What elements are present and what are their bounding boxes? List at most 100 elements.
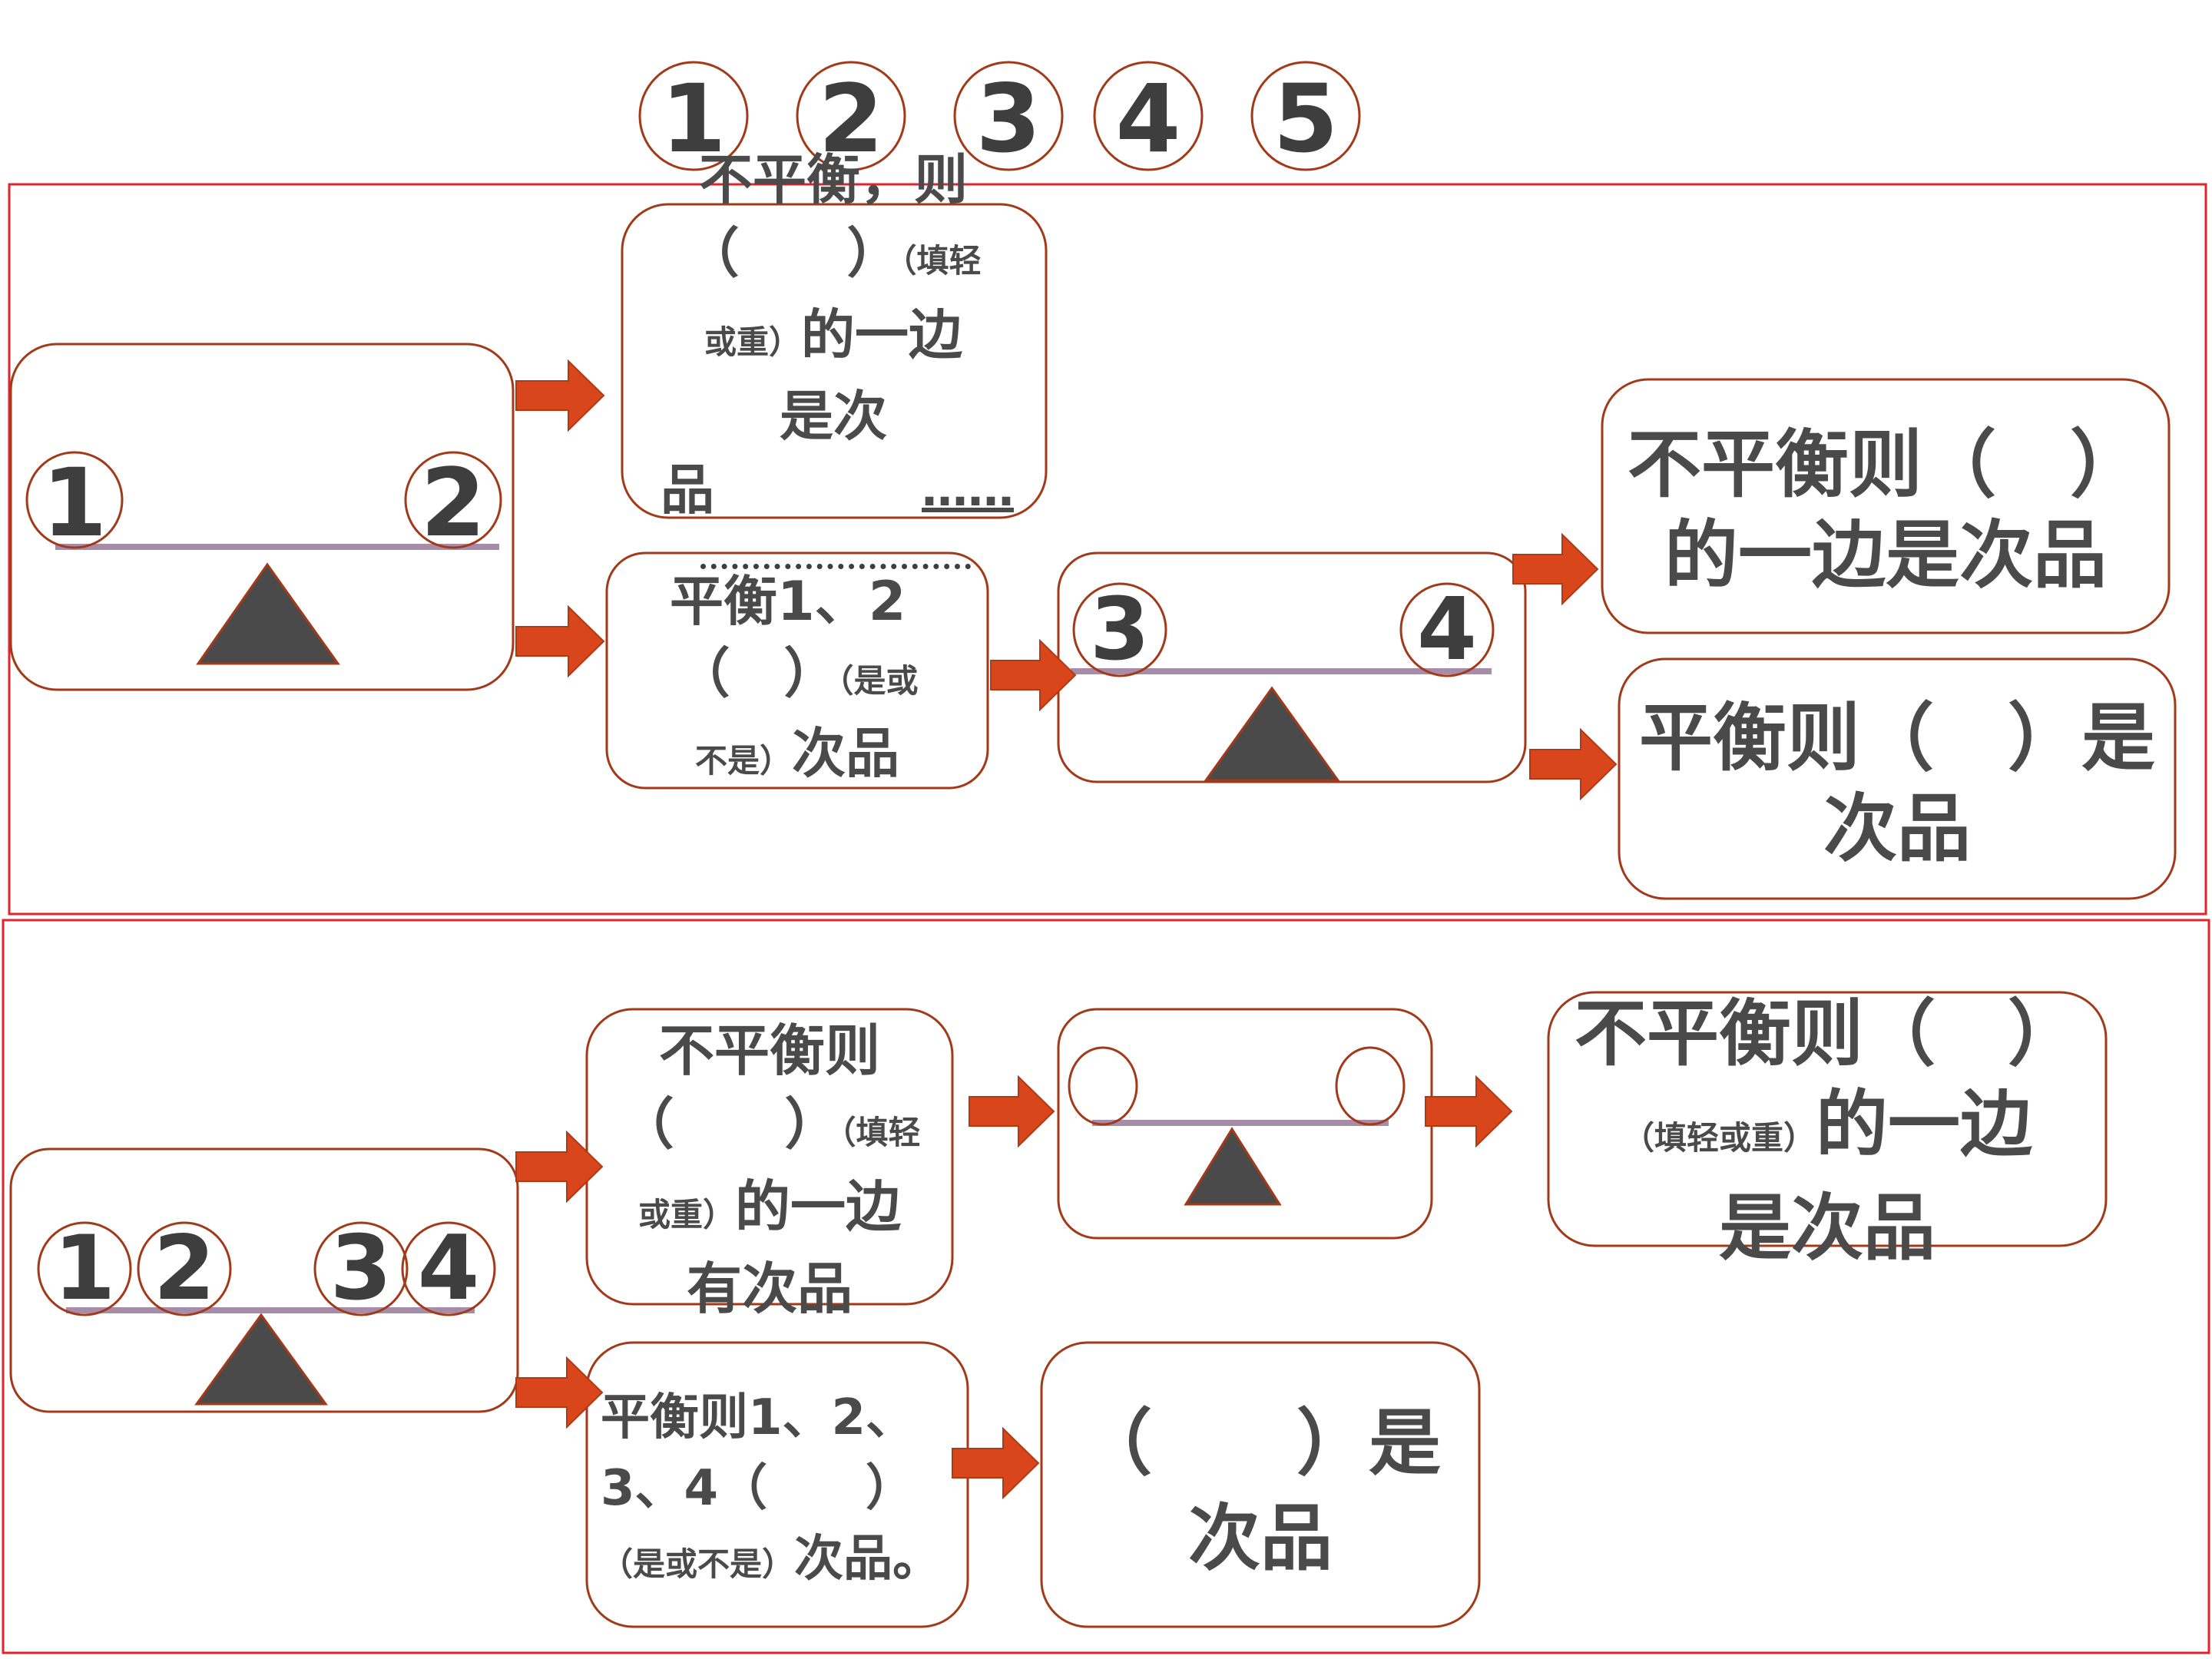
arrow-p1-to-result-balanced [1529,727,1618,801]
p2-scale-box [9,1147,519,1413]
p2-balanced-line2: 3、4（ ） [601,1460,916,1517]
p1-balanced-line3: 不是）次品 [614,717,980,797]
p2-scale2-left-pan [1068,1046,1138,1126]
p1-result-unbalanced-box [1601,378,2171,634]
p2-scale-label-2: 2 [153,1217,216,1320]
p2-scale-circle-3 [313,1221,409,1316]
p2-fulcrum2-triangle [1184,1127,1282,1206]
p2-result-unbalanced-line1: 不平衡则（ ） [1574,992,2080,1076]
p2-scale-label-1: 1 [53,1217,116,1320]
p1-unbalanced-note1: （填轻 [900,242,982,280]
p1-unbalanced-line1: 不平衡，则 [699,148,968,211]
p1-scale-right-label: 2 [420,449,486,558]
p1-unbalanced-line4: 是次 [780,385,887,448]
arrow-p2-to-result-balanced [952,1426,1040,1500]
arrow-p1-to-scale2 [990,638,1077,712]
top-circle-5-label: 5 [1273,65,1339,174]
p2-result-unbalanced-text: 不平衡则（ ） （填轻或重）的一边 是次品 [1556,989,2098,1274]
p1-dotted-leader [700,559,971,569]
p2-result-unbalanced-note: （填轻或重） [1621,1119,1816,1157]
p1-scale-right-circle [404,451,502,549]
arrow-p2-to-unbalanced [515,1130,604,1204]
top-circle-5 [1250,61,1361,171]
p2-balanced-line1: 平衡则1、2、 [601,1389,916,1446]
p1-result-balanced-text: 平衡则（ ）是 次品 [1627,693,2167,874]
arrow-p2-to-balanced [515,1356,604,1429]
p1-fulcrum2-triangle [1204,686,1340,782]
p2-balanced-side: 次品。 [794,1531,942,1588]
p2-result-balanced-line2: 次品 [1187,1497,1333,1581]
top-circle-2 [796,61,906,171]
p1-result-balanced-box [1618,657,2177,900]
p2-result-unbalanced-box [1547,991,2108,1247]
p1-unbalanced-note2: 或重） [704,323,801,361]
p1-balanced-note1: （是或 [837,662,919,700]
top-circle-4 [1093,61,1204,171]
top-circle-2-label: 2 [818,65,884,174]
p1-unbalanced-box [621,203,1048,519]
p2-unbalanced-line2: （ ）（填轻 [594,1088,945,1170]
p1-balanced-blank: （ ） [676,642,838,705]
p1-scale-left-circle [25,451,124,549]
top-circle-3-label: 3 [975,65,1041,174]
p1-balanced-line1: 平衡1、2 [670,570,906,633]
p1-scale2-right-label: 4 [1417,580,1477,680]
p2-unbalanced-text: 不平衡则 （ ）（填轻 或重）的一边 有次品 [594,1014,945,1326]
p2-unbalanced-line3: 或重）的一边 [594,1170,945,1252]
p1-balanced-line2: （ ）（是或 [614,637,980,717]
p1-scale-box [9,343,515,691]
p1-balanced-note2: 不是） [694,742,792,780]
p2-balanced-text: 平衡则1、2、 3、4（ ） （是或不是）次品。 [601,1382,962,1600]
p2-unbalanced-blank: （ ） [618,1092,840,1157]
p2-balanced-line3: （是或不是）次品。 [601,1524,962,1600]
p1-result-unbalanced-line2: 的一边是次品 [1664,512,2107,598]
p1-balanced-side: 次品 [792,722,899,785]
p2-result-unbalanced-side: 的一边 [1816,1083,2033,1167]
p1-result-balanced-line2: 次品 [1823,786,1971,872]
p2-unbalanced-note2: 或重） [637,1196,735,1233]
p1-fulcrum-triangle [196,562,340,665]
p2-unbalanced-note1: （填轻 [839,1114,921,1151]
p2-result-unbalanced-line2: （填轻或重）的一边 [1556,1080,2098,1184]
p1-scale2-left-label: 3 [1090,580,1150,680]
p1-result-balanced-line1: 平衡则（ ）是 [1639,695,2155,781]
p2-scale-label-3: 3 [329,1217,392,1320]
top-circle-1-label: 1 [661,65,727,174]
p1-result-unbalanced-text: 不平衡则（ ） 的一边是次品 [1610,419,2161,601]
arrow-p2-to-scale2 [969,1075,1055,1148]
p2-unbalanced-line1: 不平衡则 [658,1018,880,1083]
arrow-p2-to-result-unbalanced [1425,1075,1513,1148]
p2-scale2-right-pan [1335,1046,1406,1126]
top-circle-3 [953,61,1064,171]
p1-scale-left-label: 1 [41,449,108,558]
top-circle-1 [638,61,749,171]
p2-unbalanced-side: 的一边 [735,1174,902,1239]
p2-balanced-box [585,1341,969,1628]
p1-balanced-box [605,551,989,790]
p2-result-balanced-line1: （ ）是 [1079,1402,1441,1485]
p1-unbalanced-pin: 品 [661,459,714,522]
p1-scale2-left-circle [1072,582,1167,677]
arrow-p1-to-balanced [515,604,605,678]
arrow-p1-to-result-unbalanced [1512,532,1599,606]
section-frame-bottom [2,919,2210,1654]
arrow-p1-to-unbalanced [515,359,605,432]
p2-scale-circle-4 [401,1221,496,1316]
p2-scale-circle-2 [137,1221,232,1316]
p2-result-balanced-box [1040,1341,1481,1628]
p2-scale-circle-1 [37,1221,132,1316]
p2-scale-label-4: 4 [417,1217,480,1320]
p1-balanced-text: 平衡1、2 （ ）（是或 不是）次品 [614,565,980,797]
section-frame-top [8,183,2207,916]
p1-unbalanced-line2: （ ）（填轻 [637,217,1029,298]
p2-fulcrum-triangle [194,1313,328,1406]
p1-result-unbalanced-line1: 不平衡则（ ） [1628,422,2144,508]
p2-result-unbalanced-line3: 是次品 [1718,1187,1936,1270]
p1-scale2-right-circle [1399,582,1495,677]
p2-balanced-note: （是或不是） [601,1545,795,1583]
p2-unbalanced-line4: 有次品 [686,1257,853,1321]
p2-result-balanced-text: （ ）是 次品 [1049,1396,1472,1587]
p1-unbalanced-line3: 或重）的一边 [637,298,1029,379]
